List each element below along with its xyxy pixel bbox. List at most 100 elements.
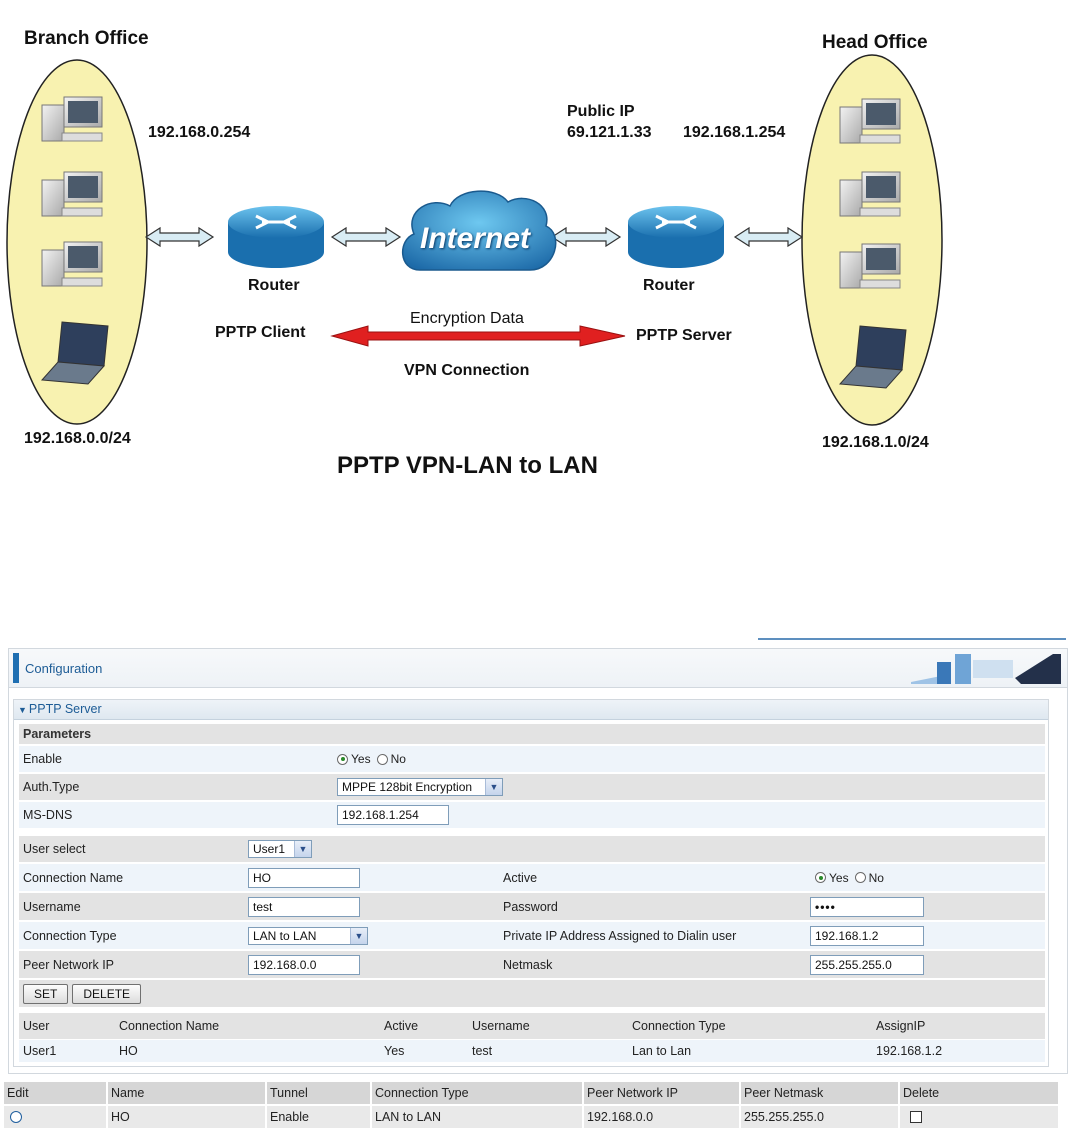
netmask-input[interactable]: 255.255.255.0 [810,954,924,975]
section-title: PPTP Server [28,702,102,716]
peer-network-ip-input[interactable]: 192.168.0.0 [248,954,360,975]
head-router-icon [628,206,724,268]
users-cell-user: User1 [23,1044,57,1058]
msdns-label: MS-DNS [23,808,73,822]
peer-network-row: Peer Network IP 192.168.0.0 Netmask 255.… [19,951,1045,980]
head-lan-link-arrow [733,226,804,248]
head-pc-3-icon [839,243,901,289]
users-cell-username: test [472,1044,493,1058]
branch-pc-3-icon [41,241,103,287]
pptp-server-section: ▼PPTP Server Parameters Enable Yes No Au… [13,699,1049,1067]
users-table-header: User Connection Name Active Username Con… [19,1013,1045,1041]
enable-yes-label: Yes [351,752,371,766]
parameters-row: Parameters [19,724,1045,746]
pptp-client-label: PPTP Client [215,324,306,341]
diagram-drawing [6,54,943,426]
active-radio-group: Yes No [811,864,890,891]
connection-name-input[interactable]: HO [248,867,360,888]
branch-router-icon [228,206,324,268]
users-col-connection-type: Connection Type [632,1019,726,1033]
active-yes-label: Yes [829,870,849,885]
delete-checkbox[interactable] [910,1111,922,1123]
private-ip-label: Private IP Address Assigned to Dialin us… [503,928,737,943]
internet-cloud-icon [401,190,557,271]
diagram-caption: PPTP VPN-LAN to LAN [337,452,598,479]
tunnel-cell-name: HO [108,1106,267,1128]
tunnel-cell-peer-network-ip: 192.168.0.0 [584,1106,741,1128]
set-button[interactable]: SET [23,983,69,1004]
user-select-row: User select User1 ▼ [19,836,1045,864]
branch-laptop-icon [40,321,109,385]
netmask-label: Netmask [503,957,553,972]
enable-yes-radio[interactable]: Yes [337,752,371,766]
auth-type-row: Auth.Type MPPE 128bit Encryption▼ [19,774,1045,802]
users-cell-connection-type: Lan to Lan [632,1044,692,1058]
active-yes-radio[interactable]: Yes [815,871,849,885]
head-router-label: Router [643,277,695,294]
password-label: Password [503,899,558,914]
table-row[interactable]: User1 HO Yes test Lan to Lan 192.168.1.2 [19,1040,1045,1064]
branch-office-title: Branch Office [24,28,149,49]
active-label: Active [503,870,538,885]
users-col-connection-name: Connection Name [119,1019,220,1033]
encryption-data-label: Encryption Data [410,310,524,327]
branch-wan-link-arrow [330,226,402,248]
configuration-header: Configuration [9,649,1067,688]
msdns-input[interactable]: 192.168.1.254 [337,805,449,825]
users-col-assignip: AssignIP [876,1019,926,1033]
private-ip-input[interactable]: 192.168.1.2 [810,925,924,946]
users-cell-connection-name: HO [119,1044,138,1058]
collapse-triangle-icon: ▼ [18,705,27,715]
connection-type-select[interactable]: LAN to LAN ▼ [248,926,368,945]
users-cell-assignip: 192.168.1.2 [876,1044,943,1058]
password-input[interactable]: •••• [810,896,924,917]
parameters-label: Parameters [23,727,92,741]
user-select-label: User select [23,842,86,856]
branch-subnet-label: 192.168.0.0/24 [24,430,131,447]
connection-name-row: Connection Name HO Active Yes No [19,864,1045,893]
tunnel-cell-connection-type: LAN to LAN [372,1106,584,1128]
tunnels-col-delete: Delete [903,1086,940,1100]
edit-radio[interactable] [10,1111,22,1123]
user-select-dropdown[interactable]: User1 ▼ [248,840,312,858]
branch-lan-ip: 192.168.0.254 [148,124,251,141]
active-no-radio[interactable]: No [854,870,884,885]
username-input[interactable]: test [248,896,360,917]
user-select-value: User1 [253,842,286,856]
pptp-server-label: PPTP Server [636,327,732,344]
head-laptop-icon [838,325,907,389]
vpn-encryption-arrow [330,325,626,347]
enable-no-label: No [390,752,406,766]
enable-no-radio[interactable]: No [376,752,406,766]
branch-pc-2-icon [41,171,103,217]
msdns-row: MS-DNS 192.168.1.254 [19,802,1045,830]
head-pc-1-icon [839,98,901,144]
enable-radio-group: Yes No [333,746,412,772]
pptp-server-section-header[interactable]: ▼PPTP Server [14,700,1048,720]
head-office-title: Head Office [822,32,928,53]
chevron-down-icon: ▼ [294,841,311,857]
username-label: Username [23,899,81,914]
table-row: HO Enable LAN to LAN 192.168.0.0 255.255… [4,1106,1058,1128]
tunnels-table-header: Edit Name Tunnel Connection Type Peer Ne… [4,1082,1058,1104]
auth-type-select[interactable]: MPPE 128bit Encryption▼ [337,778,503,796]
head-wan-link-arrow [550,226,622,248]
auth-type-value: MPPE 128bit Encryption [342,780,473,794]
chevron-down-icon: ▼ [350,927,367,944]
connection-type-row: Connection Type LAN to LAN▼ Private IP A… [19,922,1045,951]
vpn-connection-label: VPN Connection [404,362,530,379]
header-accent-line [758,638,1066,640]
public-ip-label: Public IP [567,103,635,120]
active-no-label: No [868,870,884,885]
header-marker [13,653,19,683]
enable-row: Enable Yes No [19,746,1045,774]
branch-router-label: Router [248,277,300,294]
delete-button[interactable]: DELETE [72,983,142,1004]
branch-pc-1-icon [41,96,103,142]
header-decoration-icon [911,654,1061,684]
configuration-panel: Configuration ▼PPTP Server Parameters En… [8,648,1068,1074]
tunnels-col-peer-netmask: Peer Netmask [741,1082,900,1104]
connection-type-value: LAN to LAN [253,928,317,943]
connection-name-label: Connection Name [23,870,124,885]
username-row: Username test Password •••• [19,893,1045,922]
